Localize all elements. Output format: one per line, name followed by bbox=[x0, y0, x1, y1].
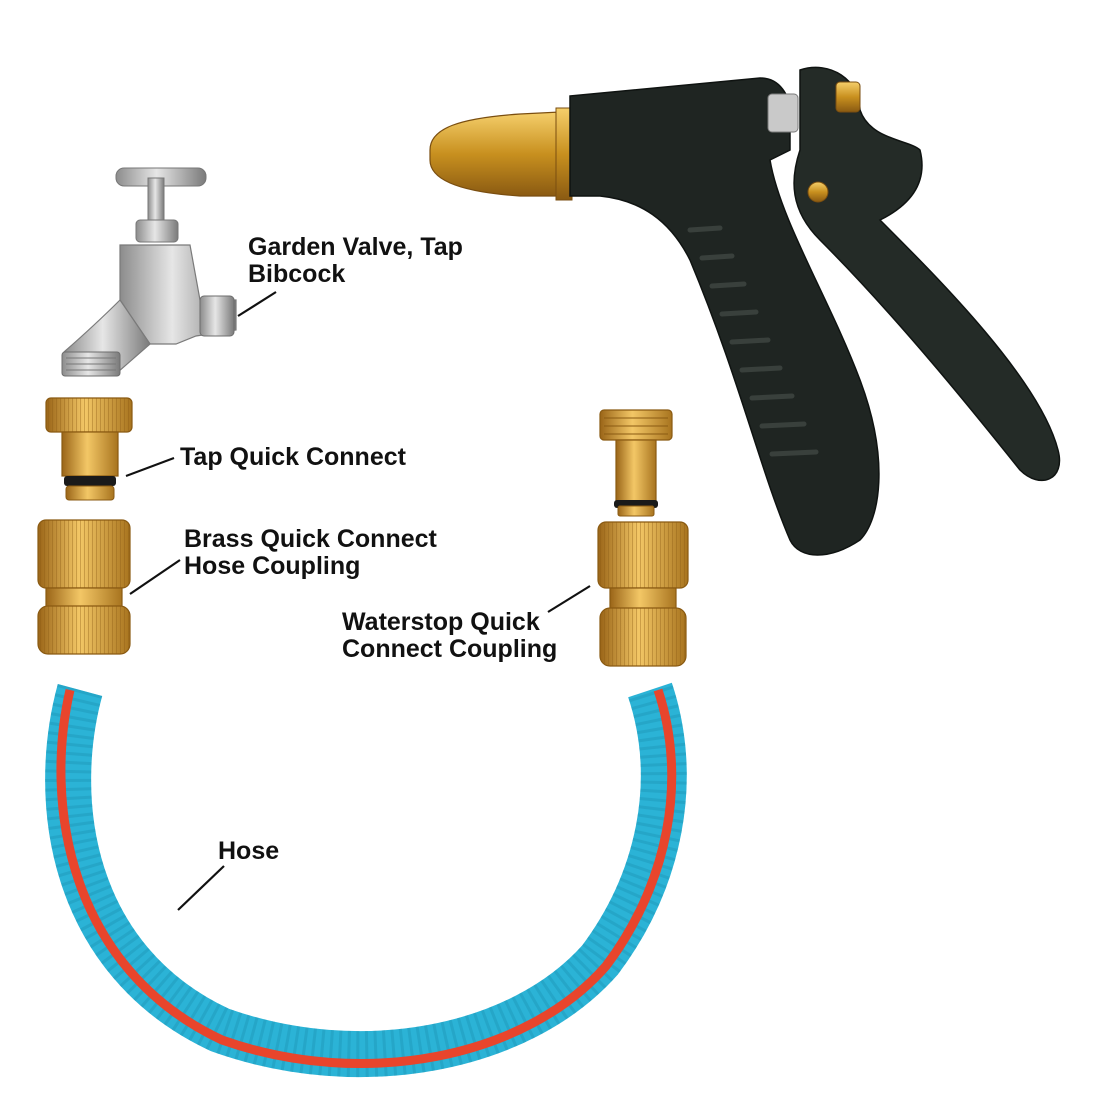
brass-quick-connect-hose-coupling bbox=[37, 519, 131, 655]
leader-brass-coupling bbox=[129, 559, 181, 595]
leader-waterstop-coupling bbox=[547, 585, 591, 613]
label-tap-quick-connect-line1: Tap Quick Connect bbox=[180, 443, 406, 471]
waterstop-quick-connect-coupling bbox=[597, 521, 689, 667]
label-waterstop-coupling: Waterstop Quick Connect Coupling bbox=[342, 609, 557, 663]
label-waterstop-coupling-line2: Connect Coupling bbox=[342, 635, 558, 663]
leader-garden-valve bbox=[237, 291, 277, 317]
leader-lines bbox=[125, 291, 591, 911]
garden-valve-tap bbox=[61, 167, 237, 377]
label-garden-valve: Garden Valve, Tap Bibcock bbox=[248, 234, 463, 288]
tap-quick-connect bbox=[45, 397, 133, 501]
label-brass-coupling: Brass Quick Connect Hose Coupling bbox=[184, 526, 437, 580]
nozzle-quick-connect bbox=[599, 409, 673, 517]
spray-nozzle-gun bbox=[429, 66, 1061, 556]
garden-hose bbox=[45, 682, 687, 1078]
leader-hose bbox=[177, 865, 225, 911]
label-hose-line1: Hose bbox=[218, 837, 280, 865]
label-brass-coupling-line1: Brass Quick Connect bbox=[184, 525, 437, 553]
label-garden-valve-line1: Garden Valve, Tap bbox=[248, 233, 463, 261]
label-tap-quick-connect: Tap Quick Connect bbox=[180, 444, 406, 471]
label-garden-valve-line2: Bibcock bbox=[248, 260, 346, 288]
label-brass-coupling-line2: Hose Coupling bbox=[184, 552, 361, 580]
label-waterstop-coupling-line1: Waterstop Quick bbox=[342, 608, 540, 636]
label-hose: Hose bbox=[218, 838, 279, 865]
leader-tap-quick-connect bbox=[125, 456, 175, 478]
